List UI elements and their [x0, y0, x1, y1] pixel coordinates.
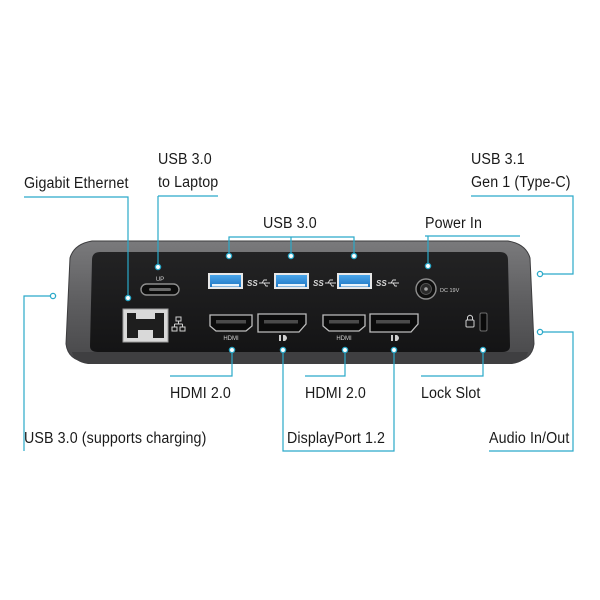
- label-power-in: Power In: [425, 215, 483, 232]
- hdmi-port-1: [209, 314, 253, 332]
- usb-a-port-3: [337, 273, 372, 289]
- dc-power-jack: [415, 278, 437, 300]
- ss-logo-2: SS: [313, 279, 324, 288]
- hdmi-marking-1: HDMI: [223, 336, 239, 342]
- usb-a-port-1: [208, 273, 243, 289]
- label-hdmi-left: HDMI 2.0: [170, 385, 231, 402]
- port-label-up: UP: [156, 277, 164, 283]
- displayport-icon-2: [391, 335, 399, 341]
- lock-slot: [479, 312, 488, 332]
- usb-a-port-2: [274, 273, 309, 289]
- lock-icon: [465, 314, 475, 328]
- leader-lines: [23, 195, 574, 452]
- displayport-port-2: [369, 313, 419, 333]
- usb-trident-icons: [259, 279, 399, 287]
- leader-dots: [49, 252, 544, 354]
- label-audio: Audio In/Out: [489, 430, 570, 447]
- displayport-icon-1: [279, 335, 287, 341]
- label-gigabit-ethernet: Gigabit Ethernet: [24, 175, 129, 192]
- network-icon: [171, 316, 186, 332]
- ethernet-port: [122, 308, 169, 343]
- label-usb31-line1: USB 3.1: [471, 151, 525, 168]
- label-hdmi-right: HDMI 2.0: [305, 385, 366, 402]
- displayport-port-1: [257, 313, 307, 333]
- label-usb30-laptop-line2: to Laptop: [158, 174, 219, 191]
- hdmi-marking-2: HDMI: [336, 336, 352, 342]
- label-lock-slot: Lock Slot: [421, 385, 481, 402]
- label-usb30-laptop-line1: USB 3.0: [158, 151, 212, 168]
- label-usb30-top: USB 3.0: [263, 215, 317, 232]
- dock-base: [72, 352, 528, 364]
- ss-logo-1: SS: [247, 279, 258, 288]
- hdmi-port-2: [322, 314, 366, 332]
- ss-logo-3: SS: [376, 279, 387, 288]
- label-usb30-charging: USB 3.0 (supports charging): [24, 430, 207, 447]
- dc-19v-marking: DC 19V: [440, 288, 460, 294]
- label-usb31-line2: Gen 1 (Type-C): [471, 174, 571, 191]
- label-displayport: DisplayPort 1.2: [287, 430, 386, 447]
